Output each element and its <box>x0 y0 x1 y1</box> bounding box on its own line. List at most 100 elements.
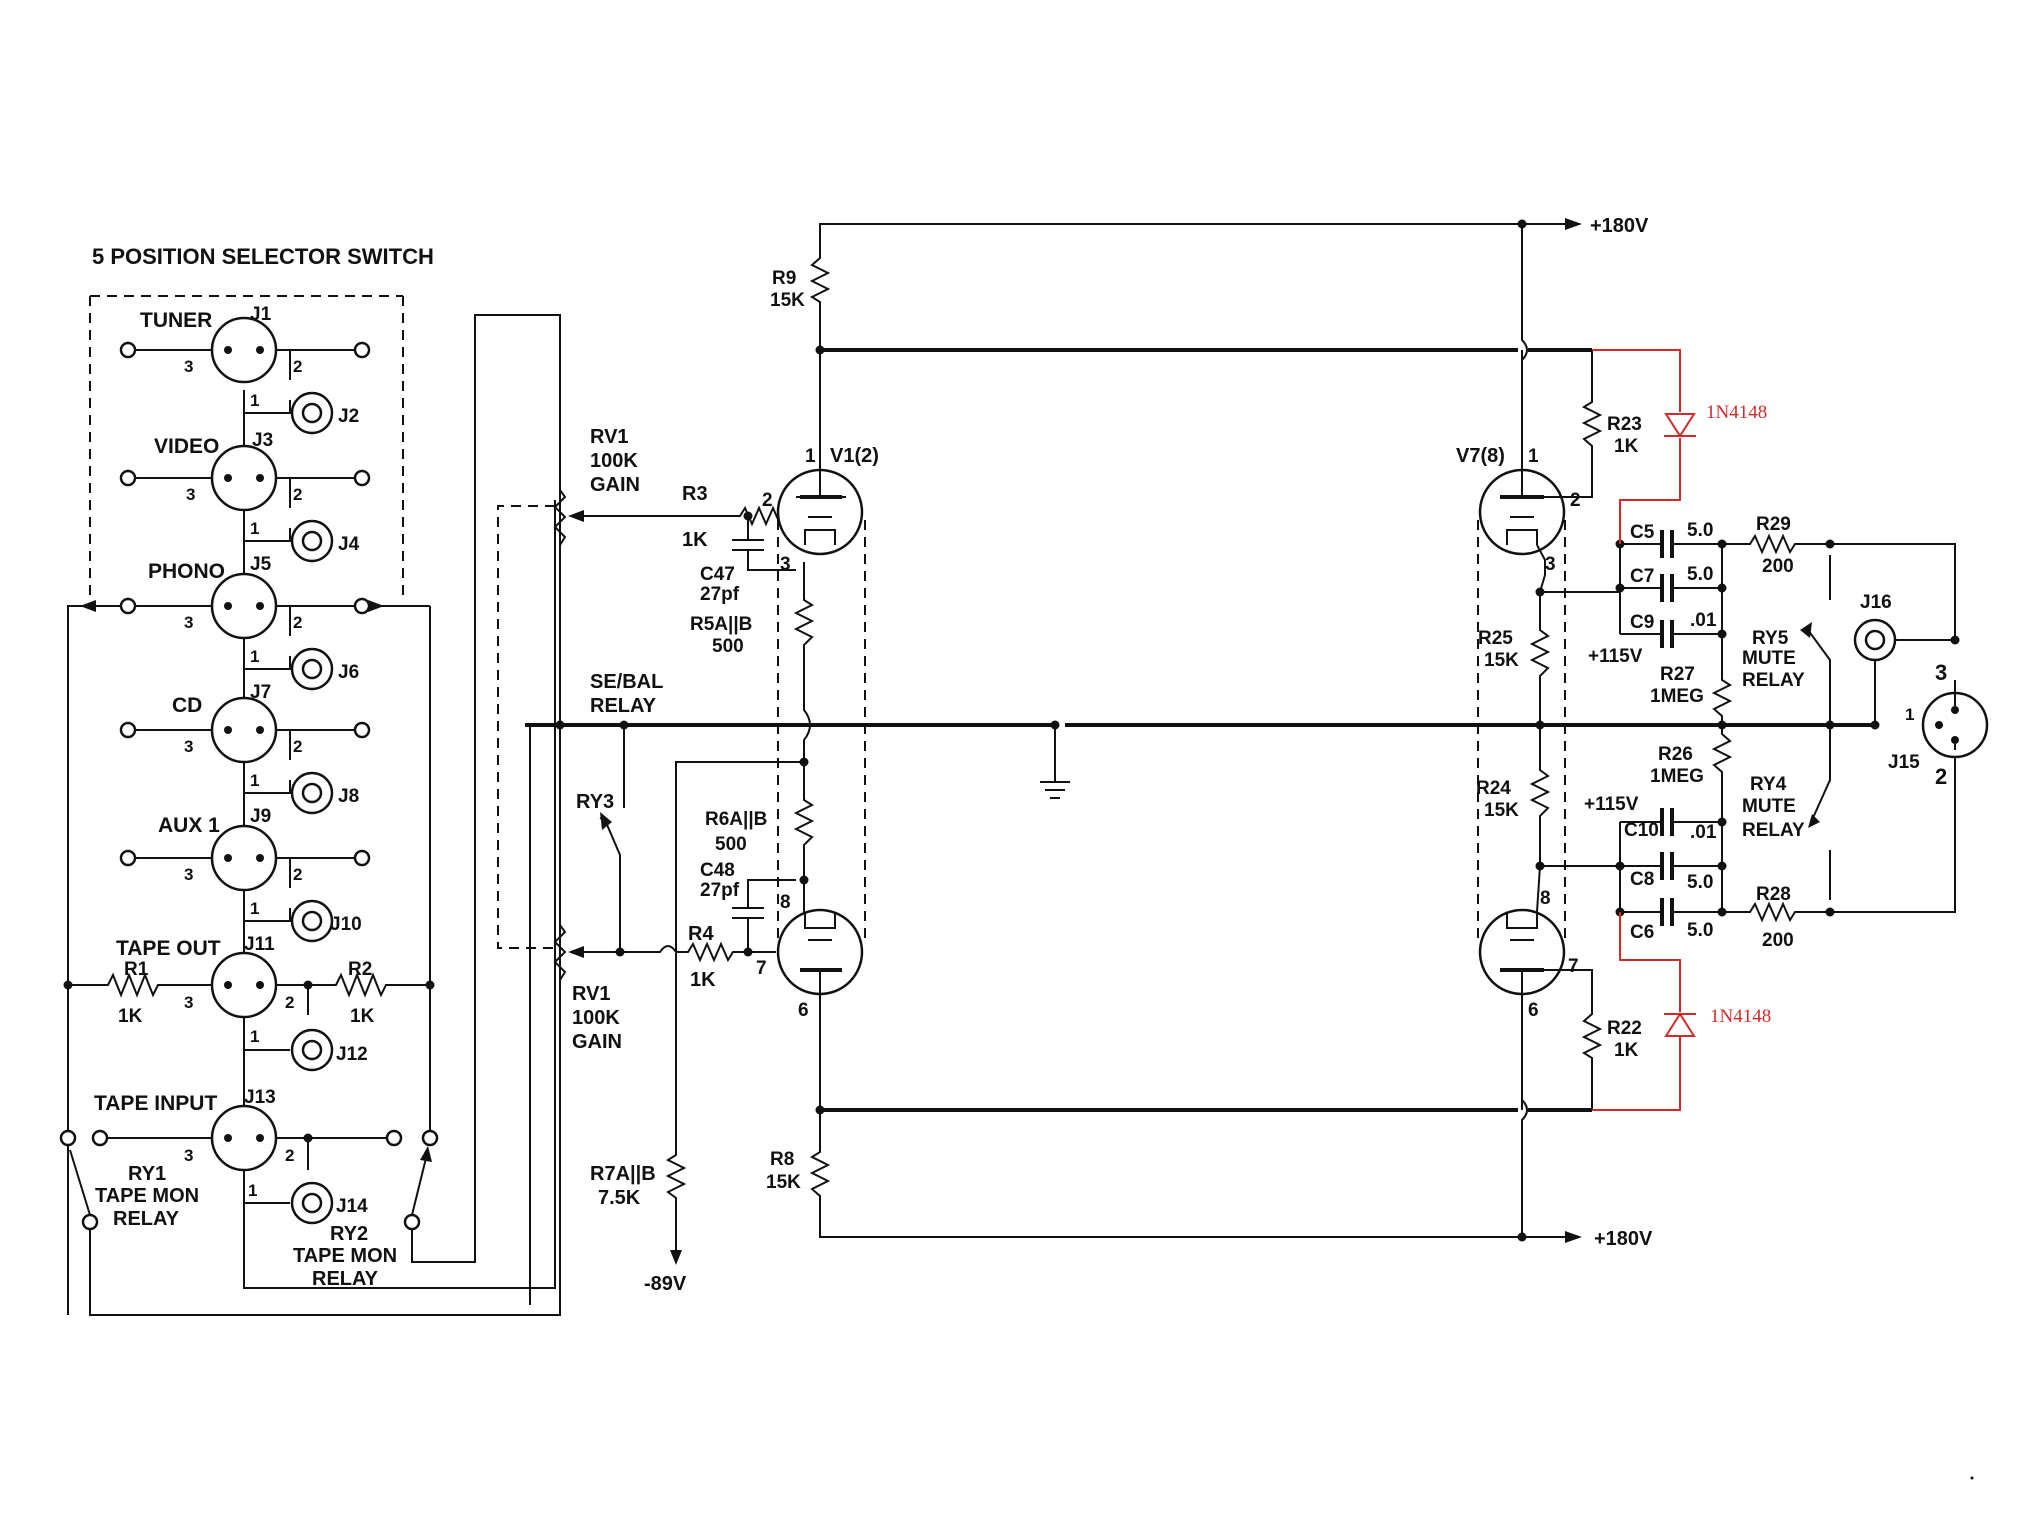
input-label-video: VIDEO <box>154 435 219 458</box>
junction-dot <box>799 875 809 885</box>
rca-label-j6: J6 <box>338 662 359 683</box>
contact-left <box>91 1129 109 1147</box>
input-label-tuner: TUNER <box>140 309 212 332</box>
diode-mods: 1N4148 1N4148 <box>1592 349 1771 1111</box>
rca-wire <box>244 656 291 670</box>
tube-v7-label: V7(8) <box>1456 445 1505 467</box>
tube-v1-bottom: 8 7 6 <box>756 892 864 1110</box>
ry1-label-b: TAPE MON <box>95 1185 199 1207</box>
r8-value: 15K <box>766 1172 801 1193</box>
contact-left <box>119 721 137 739</box>
r26-label: R26 <box>1658 744 1693 765</box>
d-bottom-label: 1N4148 <box>1710 1006 1771 1027</box>
relay-contact <box>421 1129 439 1147</box>
contact-left <box>119 597 137 615</box>
c7-label: C7 <box>1630 566 1654 587</box>
sebal-relay: RELAY <box>590 695 657 717</box>
selector-dashed-box <box>89 295 404 596</box>
rca-center <box>301 530 323 552</box>
tape-input-label: TAPE INPUT <box>94 1092 217 1115</box>
right-bus-arrow <box>368 600 384 612</box>
r29-resistor <box>1722 533 1956 640</box>
r6-value: 500 <box>715 834 747 855</box>
ry1-label-c: RELAY <box>113 1208 180 1230</box>
tube-v7: 1 2 3 V7(8) <box>1456 350 1581 940</box>
r22-value: 1K <box>1614 1040 1639 1061</box>
tube-v1-label: V1(2) <box>830 445 879 467</box>
output-section: C5 5.0 C7 5.0 C9 .01 +115V +115V C10 .01… <box>1584 514 1989 951</box>
xlr-label-j5: J5 <box>250 554 272 575</box>
rca-wire <box>244 780 291 794</box>
contact-left <box>119 849 137 867</box>
relay-contact <box>59 1129 77 1147</box>
r9-resistor <box>809 223 1565 350</box>
contact-right <box>353 469 371 487</box>
junction-dot <box>1615 583 1625 593</box>
c47-label: C47 <box>700 564 735 585</box>
r9-value: 15K <box>770 290 805 311</box>
bias-top: +115V <box>1588 646 1643 667</box>
pin-dot <box>256 474 264 482</box>
c10-label: C10 <box>1624 820 1659 841</box>
rca-center <box>301 402 323 424</box>
r3-value: 1K <box>682 529 708 551</box>
junction-dot <box>1717 583 1727 593</box>
r5-value: 500 <box>712 636 744 657</box>
ry5-switch <box>1807 555 1831 725</box>
rv1-bottom-gain: GAIN <box>572 1031 622 1053</box>
xlr-label-j9: J9 <box>250 806 271 827</box>
contact-right <box>353 849 371 867</box>
xlr-jack-j13[interactable] <box>210 1104 278 1172</box>
xlr-label-j13: J13 <box>244 1087 276 1108</box>
top-cap-plates <box>1660 530 1674 648</box>
r26-value: 1MEG <box>1650 766 1704 787</box>
junction-dot <box>425 980 435 990</box>
junction-dot <box>303 1133 313 1143</box>
c47-capacitor <box>732 516 796 571</box>
j15-pin1: 1 <box>1905 705 1914 724</box>
tape-out-label: TAPE OUT <box>116 937 221 960</box>
d-bottom-wiring <box>1592 912 1681 1111</box>
junction-dot <box>1535 720 1545 730</box>
c48-capacitor <box>732 879 796 952</box>
relay-contact <box>403 1213 421 1231</box>
r28-resistor <box>1722 750 1956 923</box>
input-row-cd: CD J7 3 2 1 J8 <box>119 682 371 815</box>
junction-dot <box>1535 587 1545 597</box>
junction-dot <box>1615 861 1625 871</box>
r29-label: R29 <box>1756 514 1791 535</box>
pin-dot <box>256 726 264 734</box>
d-top-label: 1N4148 <box>1706 402 1767 423</box>
xlr-jack-j1[interactable] <box>210 316 278 384</box>
tape-out-row: TAPE OUT J11 R1 1K R2 1K 3 2 1 J12 <box>63 934 435 1072</box>
rca-center <box>301 658 323 680</box>
xlr-label-j11: J11 <box>244 934 275 955</box>
xlr-jack-j11[interactable] <box>210 951 278 1019</box>
junction-dot <box>303 980 313 990</box>
pin-label: 2 <box>293 865 302 884</box>
xlr-jack-j9[interactable] <box>210 824 278 892</box>
ry4-mute: MUTE <box>1742 796 1796 817</box>
pin-dot <box>224 602 232 610</box>
ry2-relay: RY2 TAPE MON RELAY <box>293 314 561 1290</box>
rca-label-j10: J10 <box>330 914 362 935</box>
xlr-jack-j5[interactable] <box>210 572 278 640</box>
rca-center <box>301 782 323 804</box>
c8-value: 5.0 <box>1687 872 1713 893</box>
rca-label-j2: J2 <box>338 406 359 427</box>
pin-label: 8 <box>780 892 791 913</box>
xlr-jack-j7[interactable] <box>210 696 278 764</box>
pin-dot <box>224 346 232 354</box>
ry4-switch <box>1811 725 1831 900</box>
r23-resistor <box>1544 350 1603 498</box>
pin-dot <box>256 602 264 610</box>
selector-section: 5 POSITION SELECTOR SWITCH TUNER J1 3 2 … <box>59 244 561 1316</box>
ry1-relay: RY1 TAPE MON RELAY <box>59 1129 561 1316</box>
rv1-bottom-value: 100K <box>572 1007 620 1029</box>
pin-label: 2 <box>762 490 773 511</box>
r1-label: R1 <box>124 959 149 980</box>
rv1-top-value: 100K <box>590 450 638 472</box>
xlr-jack-j3[interactable] <box>210 444 278 512</box>
pin-label: 1 <box>1528 446 1539 467</box>
r25-value: 15K <box>1484 650 1519 671</box>
